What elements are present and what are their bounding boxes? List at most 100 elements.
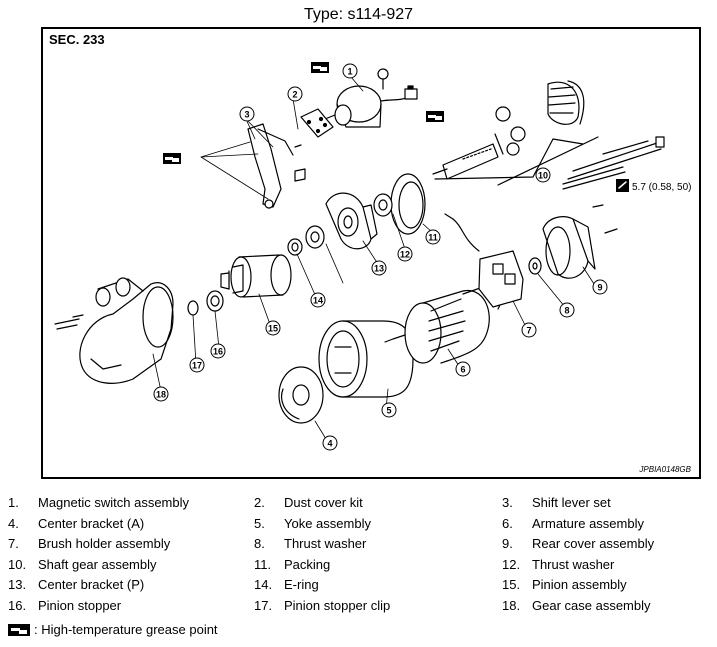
callout-7: 7	[521, 322, 537, 338]
legend-number: 9.	[502, 536, 513, 551]
callout-13: 13	[371, 260, 387, 276]
image-code: JPBIA0148GB	[639, 465, 691, 474]
legend-number: 17.	[254, 598, 273, 613]
part-e-ring	[287, 238, 303, 256]
legend-number: 4.	[8, 516, 19, 531]
callout-number: 11	[428, 233, 438, 243]
legend-number: 8.	[254, 536, 265, 551]
callout-14: 14	[310, 292, 326, 308]
leader-lines	[152, 76, 597, 440]
legend-number: 18.	[502, 598, 521, 613]
legend-number: 10.	[8, 557, 27, 572]
callout-number: 3	[244, 110, 249, 120]
legend-label: E-ring	[284, 577, 319, 592]
callout-2: 2	[287, 86, 303, 102]
legend-number: 12.	[502, 557, 521, 572]
legend-label: Shaft gear assembly	[38, 557, 157, 572]
part-pinion-stopper	[206, 290, 224, 312]
part-thrust-washer-8	[528, 257, 542, 275]
callout-18: 18	[153, 386, 169, 402]
legend-label: Rear cover assembly	[532, 536, 655, 551]
callout-10: 10	[535, 167, 551, 183]
legend-number: 16.	[8, 598, 27, 613]
exploded-view-diagram: 5.7 (0.58, 50) 1234567891011121314151617…	[54, 61, 691, 451]
torque-wrench-icon	[616, 179, 629, 192]
part-dust-cover-kit	[294, 108, 334, 148]
legend-number: 2.	[254, 495, 265, 510]
legend-label: Dust cover kit	[284, 495, 363, 510]
legend-number: 11.	[254, 557, 272, 572]
legend-label: Packing	[284, 557, 331, 572]
legend-number: 14.	[254, 577, 273, 592]
part-thrust-washer-12	[305, 193, 393, 249]
grease-point-icon	[310, 61, 330, 74]
legend-number: 7.	[8, 536, 19, 551]
callout-number: 16	[213, 347, 223, 357]
callout-number: 18	[156, 390, 166, 400]
legend-number: 1.	[8, 495, 19, 510]
legend-number: 15.	[502, 577, 521, 592]
part-gear-case	[54, 277, 174, 384]
callout-8: 8	[559, 302, 575, 318]
legend-label: Thrust washer	[532, 557, 615, 572]
legend-label: Pinion stopper	[38, 598, 122, 613]
callout-17: 17	[189, 357, 205, 373]
callout-number: 4	[327, 439, 332, 449]
callout-number: 9	[597, 283, 602, 293]
callout-11: 11	[425, 229, 441, 245]
section-label: SEC. 233	[49, 32, 105, 47]
legend-number: 3.	[502, 495, 513, 510]
callout-number: 2	[292, 90, 297, 100]
page-title: Type: s114-927	[303, 6, 414, 23]
callout-3: 3	[239, 106, 255, 122]
legend-label: Magnetic switch assembly	[38, 495, 189, 510]
grease-point-icon	[425, 110, 445, 123]
callout-number: 13	[374, 264, 384, 274]
callout-number: 7	[526, 326, 531, 336]
part-rear-cover	[542, 204, 618, 279]
grease-point-icon	[162, 152, 182, 165]
legend-number: 6.	[502, 516, 513, 531]
callout-5: 5	[381, 402, 397, 418]
callout-16: 16	[210, 343, 226, 359]
callout-9: 9	[592, 279, 608, 295]
callout-number: 12	[400, 250, 410, 260]
callout-15: 15	[265, 320, 281, 336]
legend-label: Center bracket (P)	[38, 577, 145, 592]
part-packing	[390, 173, 426, 235]
callout-number: 6	[460, 365, 465, 375]
callout-number: 15	[268, 324, 278, 334]
callout-number: 10	[538, 171, 548, 181]
part-shaft-gear-assembly	[432, 80, 665, 190]
callout-number: 1	[347, 67, 352, 77]
torque-spec: 5.7 (0.58, 50)	[632, 182, 691, 193]
part-brush-holder	[444, 213, 524, 308]
legend-label: Pinion stopper clip	[284, 598, 391, 613]
callout-6: 6	[455, 361, 471, 377]
grease-point-icon	[8, 624, 30, 636]
part-pinion-assembly	[220, 254, 292, 298]
part-center-bracket-a	[278, 366, 324, 424]
callout-number: 14	[313, 296, 323, 306]
grease-note: : High-temperature grease point	[8, 622, 218, 637]
legend-label: Brush holder assembly	[38, 536, 171, 551]
legend-number: 13.	[8, 577, 27, 592]
part-yoke-assembly	[318, 320, 414, 398]
legend-label: Yoke assembly	[284, 516, 371, 531]
legend-label: Thrust washer	[284, 536, 367, 551]
legend-number: 5.	[254, 516, 265, 531]
part-shift-lever-set	[247, 123, 306, 209]
legend-label: Gear case assembly	[532, 598, 651, 613]
part-magnetic-switch	[324, 68, 418, 128]
callout-number: 8	[564, 306, 569, 316]
diagram-frame: SEC. 233 JPBIA0148GB	[41, 27, 701, 479]
legend-label: Pinion assembly	[532, 577, 627, 592]
part-center-bracket-p	[325, 192, 378, 250]
callout-1: 1	[342, 63, 358, 79]
legend-label: Armature assembly	[532, 516, 644, 531]
part-pinion-stopper-clip	[187, 300, 199, 316]
callout-12: 12	[397, 246, 413, 262]
legend-label: Center bracket (A)	[38, 516, 145, 531]
grease-note-text: : High-temperature grease point	[34, 622, 218, 637]
